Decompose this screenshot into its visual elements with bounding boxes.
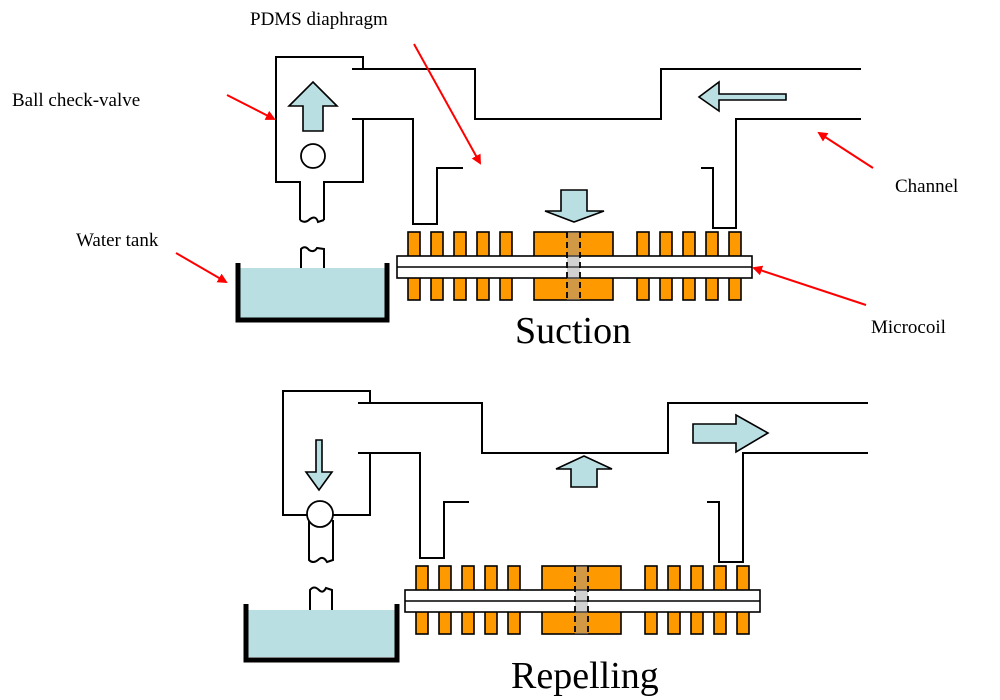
repelling-panel: Repelling [243,390,868,697]
water-tank [235,263,390,323]
water-tank-pointer [175,252,228,284]
channel-upper-wall [358,402,868,454]
channel-flow-right-arrow [692,413,770,454]
tube-break-bottom [300,246,325,268]
microcoil-label: Microcoil [871,317,946,338]
channel-pointer [817,131,874,169]
tube-below-valve [308,520,334,564]
valve-flow-down-arrow [304,439,334,492]
valve-flow-up-arrow [287,80,339,132]
pdms-diaphragm-pointer [413,43,481,165]
water [247,610,395,657]
valve-chamber [282,390,371,516]
channel-lower-wall [358,452,469,559]
channel-label: Channel [895,176,958,197]
channel-upper-wall [352,68,861,120]
microcoil-pointer [752,265,867,306]
suction-panel: Suction [235,56,861,352]
pdms-diaphragm-label: PDMS diaphragm [250,9,388,30]
outlet-wall [707,452,868,563]
valve-chamber [275,56,364,220]
ball-check-valve-label: Ball check-valve [12,90,140,111]
check-valve-ball [306,500,334,528]
water-tank-label: Water tank [76,230,159,251]
diaphragm-down-arrow [544,189,605,223]
channel-lower-wall [352,118,463,225]
microcoil [396,231,753,301]
tube-break-top [299,216,325,224]
magnet-core [575,566,588,634]
tube-break-bottom [309,586,333,610]
channel-flow-left-arrow [697,80,787,113]
diaphragm-up-arrow [555,455,613,488]
outlet-wall [701,118,861,229]
water-tank [243,604,400,663]
suction-caption: Suction [515,310,631,352]
water [239,268,387,318]
microcoil [404,565,761,635]
magnet-core [567,232,580,300]
ball-check-valve-pointer [226,94,276,120]
check-valve-ball [300,143,326,169]
repelling-caption: Repelling [511,655,659,697]
